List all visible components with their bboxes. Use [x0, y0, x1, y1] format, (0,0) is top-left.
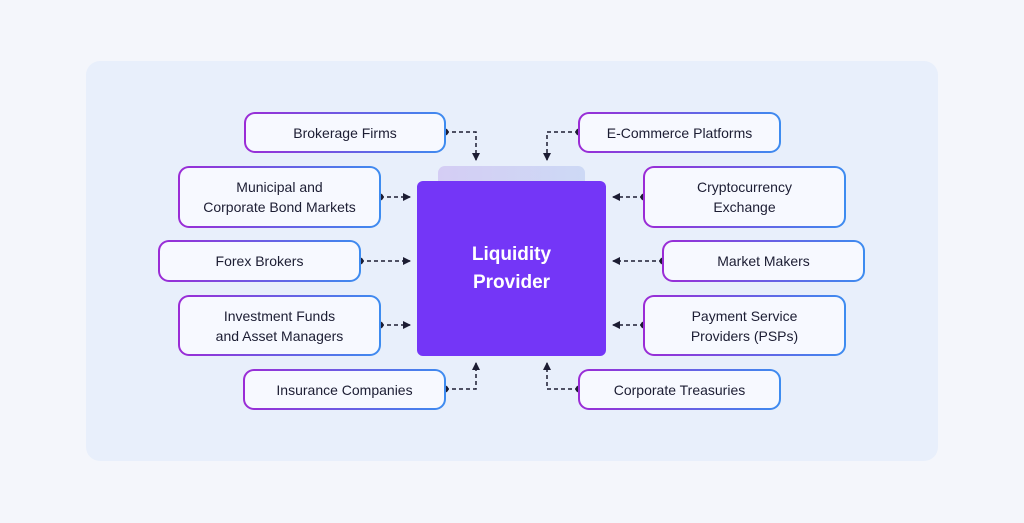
node-label: E-Commerce Platforms — [606, 124, 753, 141]
node-label: Forex Brokers — [215, 253, 304, 269]
node-label: Market Makers — [717, 253, 810, 269]
node-investment-funds: Investment Funds and Asset Managers — [178, 295, 381, 356]
liquidity-provider-label: Liquidity Provider — [471, 243, 552, 293]
node-label: Payment Service Providers (PSPs) — [690, 307, 799, 344]
node-label: Insurance Companies — [276, 381, 413, 398]
liquidity-provider-box: Liquidity Provider — [417, 181, 606, 356]
node-market-makers: Market Makers — [662, 240, 865, 282]
node-forex-brokers: Forex Brokers — [158, 240, 361, 282]
node-cryptocurrency-exchange: Cryptocurrency Exchange — [643, 166, 846, 228]
node-label: Brokerage Firms — [293, 124, 397, 141]
node-label: Investment Funds and Asset Managers — [215, 307, 344, 344]
node-insurance-companies: Insurance Companies — [243, 369, 446, 410]
node-corporate-treasuries: Corporate Treasuries — [578, 369, 781, 410]
node-brokerage-firms: Brokerage Firms — [244, 112, 446, 153]
node-label: Cryptocurrency Exchange — [697, 179, 792, 215]
node-municipal-bond-markets: Municipal and Corporate Bond Markets — [178, 166, 381, 228]
node-payment-service-providers: Payment Service Providers (PSPs) — [643, 295, 846, 356]
node-ecommerce-platforms: E-Commerce Platforms — [578, 112, 781, 153]
node-label: Municipal and Corporate Bond Markets — [203, 179, 356, 215]
node-label: Corporate Treasuries — [613, 381, 746, 398]
